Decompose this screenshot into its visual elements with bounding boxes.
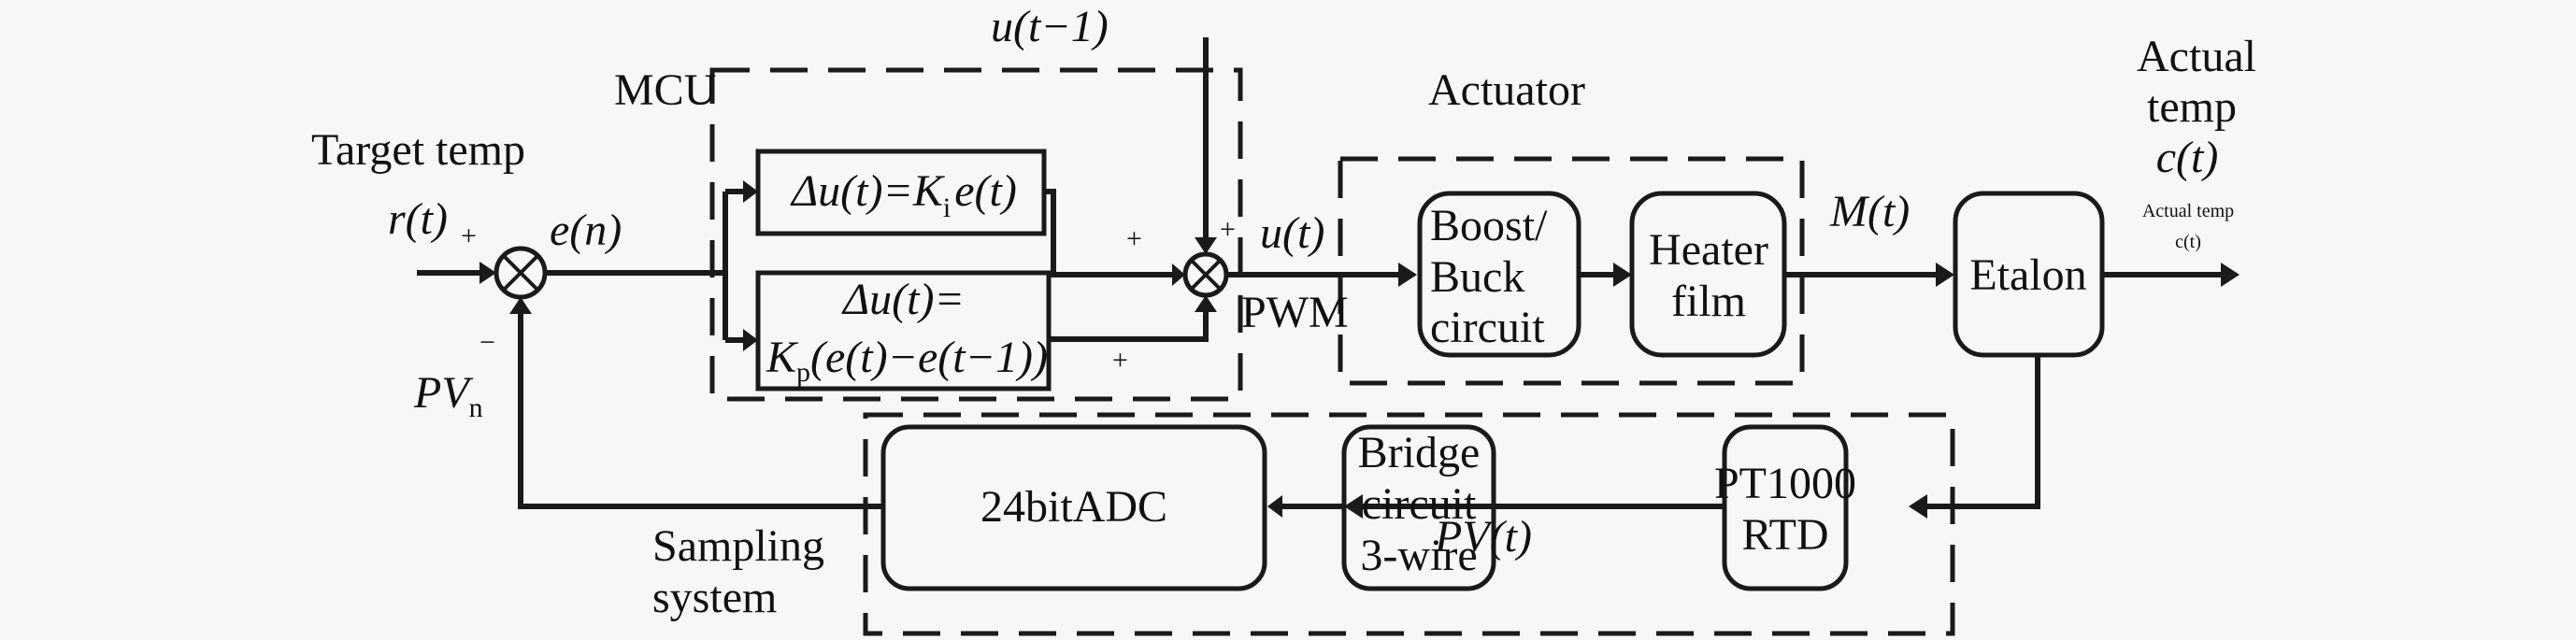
actual-temp-label-2: temp: [2147, 82, 2237, 132]
actual-temp-small-label: Actual temp: [2142, 201, 2234, 221]
arrow-icon: [479, 262, 496, 284]
etalon-label: Etalon: [1969, 250, 2086, 300]
arrow-icon: [1909, 494, 1927, 519]
plus-sign: +: [461, 220, 477, 251]
u-t-minus-1-label: u(t−1): [991, 2, 1109, 51]
summing-junction-output: [1182, 251, 1229, 298]
mcu-group-border: [709, 67, 1243, 402]
kp-formula-line1: Δu(t)=: [841, 275, 965, 324]
proportional-block: [755, 270, 1052, 391]
boost-label-3: circuit: [1430, 303, 1545, 352]
pwm-label: PWM: [1241, 288, 1349, 337]
arrow-icon: [509, 297, 532, 314]
arrow-icon: [1195, 295, 1217, 312]
arrow-icon: [2221, 263, 2240, 287]
target-temp-label: Target temp: [311, 125, 525, 175]
ki-output-line: [1044, 189, 1176, 277]
sampling-label-2: system: [652, 573, 777, 622]
arrow-icon: [1398, 263, 1417, 287]
arrow-icon: [1613, 263, 1632, 287]
sampling-group-border: [863, 412, 1955, 636]
bridge-label-1: Bridge: [1358, 428, 1481, 477]
plus-sign: +: [1126, 223, 1142, 254]
e-n-label: e(n): [550, 206, 622, 255]
actuator-label: Actuator: [1428, 65, 1585, 115]
bridge-label-3: 3-wire: [1360, 531, 1477, 580]
pv-t-label: PV(t): [1434, 512, 1532, 562]
arrow-icon: [1267, 495, 1282, 518]
boost-label-2: Buck: [1430, 252, 1524, 302]
actual-temp-label-1: Actual: [2137, 32, 2256, 81]
arrow-icon: [1936, 263, 1954, 287]
bridge-label-2: circuit: [1362, 479, 1477, 529]
arrow-icon: [743, 329, 758, 351]
adc-label: 24bitADC: [980, 482, 1167, 532]
arrow-icon: [1195, 237, 1217, 254]
heater-label-1: Heater: [1649, 225, 1768, 275]
kp-formula-line2: Kp(e(t)−e(t−1)): [766, 333, 1048, 388]
summing-junction-error: [494, 246, 548, 300]
arrow-icon: [1172, 263, 1185, 286]
heater-label-2: film: [1671, 277, 1746, 326]
sensor-line: [1927, 355, 2040, 509]
pv-n-label: PVn: [413, 368, 483, 423]
c-t-small-label: c(t): [2175, 232, 2201, 252]
mcu-label: MCU: [614, 65, 716, 115]
feedback-line: [518, 312, 883, 509]
arrow-icon: [1344, 494, 1363, 519]
plus-sign: +: [1220, 214, 1236, 245]
kp-output-line: [1049, 308, 1209, 342]
c-t-label: c(t): [2156, 133, 2219, 182]
r-t-label: r(t): [388, 194, 448, 244]
ki-formula: Δu(t)=Kie(t): [790, 166, 1017, 223]
m-t-label: M(t): [1829, 187, 1910, 236]
arrow-icon: [743, 180, 758, 203]
rtd-label-1: PT1000: [1714, 459, 1856, 508]
sampling-label-1: Sampling: [652, 521, 824, 571]
plus-sign: +: [1112, 345, 1128, 376]
u-t-label: u(t): [1260, 208, 1324, 258]
minus-sign: −: [479, 327, 495, 358]
rtd-label-2: RTD: [1741, 510, 1828, 560]
boost-label-1: Boost/: [1430, 201, 1548, 250]
